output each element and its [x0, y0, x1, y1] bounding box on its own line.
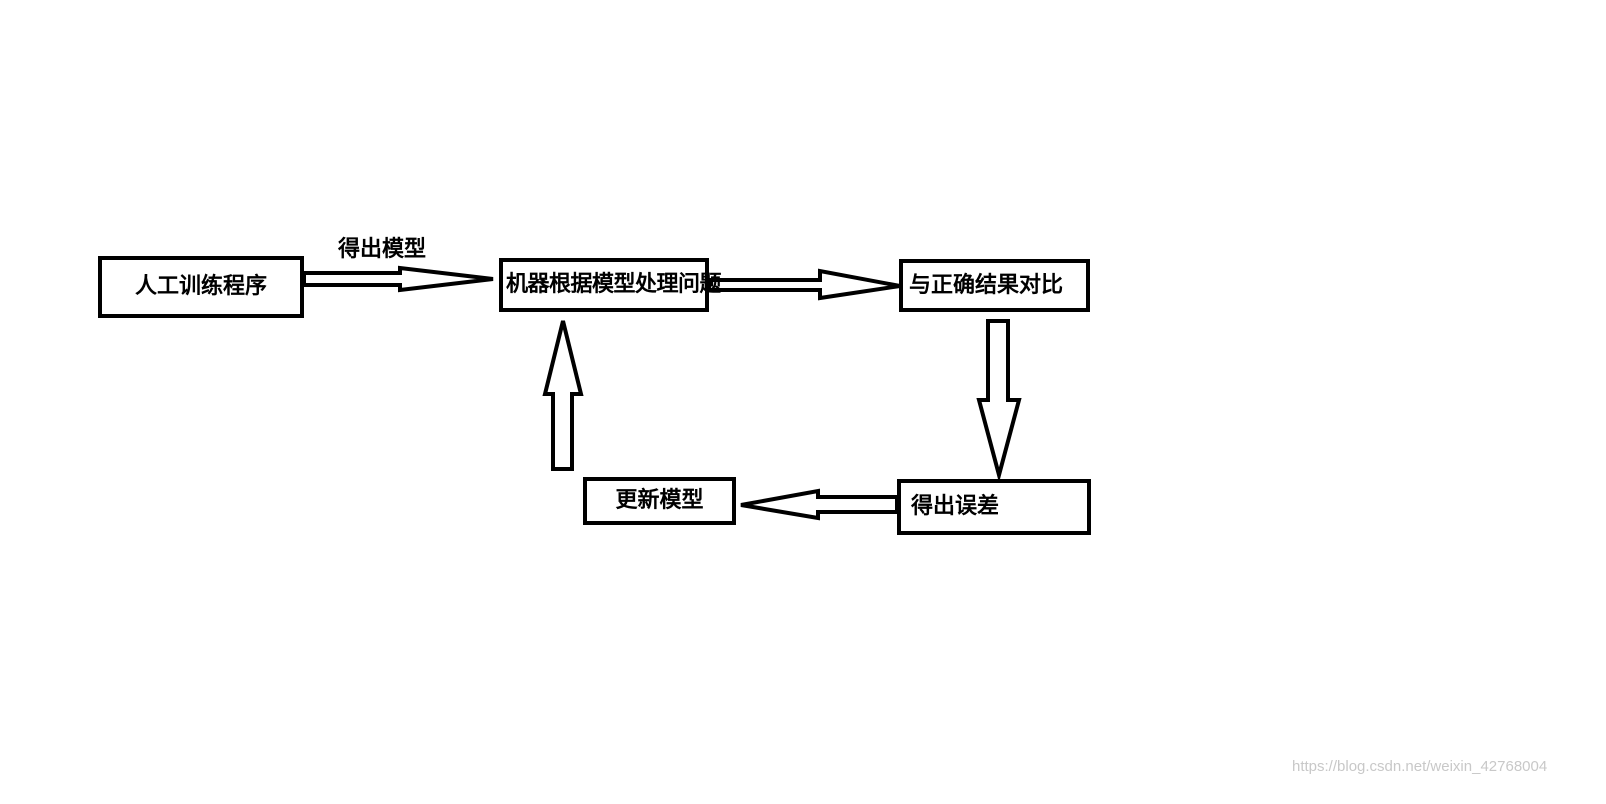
- arrow-compare-to-error: [976, 319, 1022, 483]
- edge-label-get-model: 得出模型: [338, 237, 427, 262]
- node-compare-with-correct: 与正确结果对比: [899, 259, 1090, 312]
- node-get-error: 得出误差: [897, 479, 1091, 535]
- node-label: 与正确结果对比: [909, 272, 1064, 298]
- arrow-error-to-update: [740, 488, 899, 521]
- node-label: 人工训练程序: [134, 274, 267, 299]
- watermark: https://blog.csdn.net/weixin_42768004: [1292, 758, 1548, 775]
- node-update-model: 更新模型: [583, 477, 736, 525]
- arrow-process-to-compare: [707, 268, 901, 301]
- node-manual-training-program: 人工训练程序: [98, 256, 304, 318]
- node-label: 得出误差: [911, 494, 1000, 519]
- node-label: 更新模型: [615, 488, 704, 513]
- node-label: 机器根据模型处理问题: [506, 272, 722, 297]
- node-machine-process: 机器根据模型处理问题: [499, 258, 722, 312]
- arrow-train-to-process: [302, 265, 494, 293]
- arrow-update-to-process: [542, 320, 584, 471]
